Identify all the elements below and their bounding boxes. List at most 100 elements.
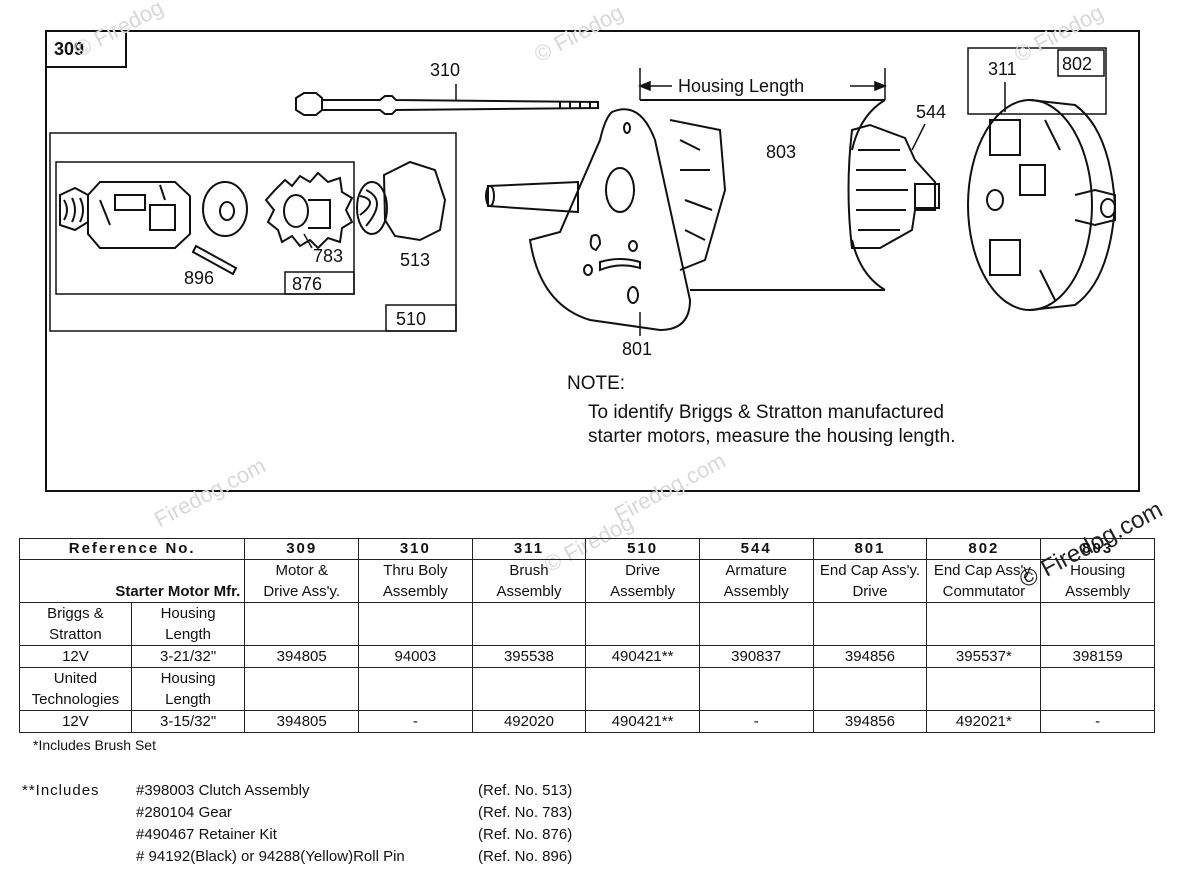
part-number-cell: 394805 bbox=[244, 645, 360, 668]
ref-number: 803 bbox=[1040, 538, 1155, 560]
includes-item-part: #280104 Gear bbox=[136, 804, 232, 821]
voltage-cell: 12V bbox=[19, 645, 132, 668]
description-cell: Assembly bbox=[585, 581, 700, 603]
description-cell: End Cap Ass'y. bbox=[926, 559, 1042, 581]
empty-cell bbox=[244, 667, 360, 711]
brush-set-footnote: *Includes Brush Set bbox=[33, 737, 156, 753]
empty-cell bbox=[1040, 667, 1155, 711]
washer-drawing bbox=[202, 181, 248, 237]
part-number-cell: 94003 bbox=[358, 645, 473, 668]
empty-cell bbox=[585, 602, 700, 646]
label-802: 802 bbox=[1062, 54, 1092, 74]
includes-label: **Includes bbox=[22, 782, 100, 799]
label-803: 803 bbox=[766, 142, 796, 162]
ref-number: 311 bbox=[471, 538, 587, 560]
ref-802-box bbox=[1057, 49, 1105, 77]
description-cell: End Cap Ass'y. bbox=[812, 559, 928, 581]
part-number-cell: - bbox=[358, 710, 473, 733]
mfr-name: Stratton bbox=[19, 624, 132, 646]
includes-item-ref: (Ref. No. 513) bbox=[478, 782, 573, 799]
roll-pin-drawing bbox=[191, 244, 238, 276]
empty-cell bbox=[471, 667, 587, 711]
ref-510-label: 510 bbox=[396, 309, 426, 329]
includes-item-ref: (Ref. No. 896) bbox=[478, 848, 573, 865]
housing-length-header: Housing bbox=[130, 602, 246, 624]
voltage-cell: 12V bbox=[19, 710, 132, 733]
empty-cell bbox=[812, 667, 928, 711]
ref-number: 510 bbox=[585, 538, 700, 560]
empty-cell bbox=[585, 667, 700, 711]
housing-length-label: Housing Length bbox=[678, 76, 804, 96]
drive-assembly-box bbox=[49, 132, 457, 332]
description-row-2: Starter Motor Mfr. Drive Ass'y. Assembly… bbox=[18, 581, 1155, 603]
note-line-2: starter motors, measure the housing leng… bbox=[588, 426, 956, 447]
ref-510-box bbox=[385, 304, 457, 332]
table-row: 12V 3-15/32" 394805 - 492020 490421** - … bbox=[19, 710, 1155, 733]
part-number-cell: 394856 bbox=[812, 645, 928, 668]
drive-end-cap-drawing bbox=[485, 108, 727, 332]
diagram-frame bbox=[45, 30, 1140, 492]
part-number-cell: 395537* bbox=[926, 645, 1042, 668]
empty-cell bbox=[812, 602, 928, 646]
table-row: 12V 3-21/32" 394805 94003 395538 490421*… bbox=[19, 645, 1155, 668]
empty-cell bbox=[1040, 602, 1155, 646]
ref-876-label: 876 bbox=[292, 274, 322, 294]
housing-length-dimension bbox=[637, 68, 888, 100]
label-801: 801 bbox=[622, 339, 652, 359]
ref-number: 801 bbox=[812, 538, 928, 560]
commutator-end-cap-drawing bbox=[967, 99, 1117, 311]
includes-item-ref: (Ref. No. 876) bbox=[478, 826, 573, 843]
housing-length-header: Length bbox=[130, 624, 246, 646]
part-number-cell: 492021* bbox=[926, 710, 1042, 733]
label-310: 310 bbox=[430, 60, 460, 80]
parts-table: Reference No. 309 310 311 510 544 801 80… bbox=[18, 538, 1155, 733]
housing-drawing bbox=[640, 99, 886, 291]
note-line-1: To identify Briggs & Stratton manufactur… bbox=[588, 402, 944, 423]
mfr-header-spacer bbox=[18, 559, 246, 581]
ref-309-box bbox=[45, 30, 127, 68]
mfr-row-briggs-1: Briggs & Housing bbox=[19, 602, 1155, 646]
empty-cell bbox=[698, 602, 814, 646]
description-cell: Housing bbox=[1040, 559, 1155, 581]
table-header-row: Reference No. 309 310 311 510 544 801 80… bbox=[18, 538, 1155, 560]
part-number-cell: 390837 bbox=[698, 645, 814, 668]
description-cell: Thru Boly bbox=[358, 559, 473, 581]
description-cell: Armature bbox=[698, 559, 814, 581]
empty-cell bbox=[698, 667, 814, 711]
includes-item-part: # 94192(Black) or 94288(Yellow)Roll Pin bbox=[136, 848, 405, 865]
part-number-cell: 490421** bbox=[585, 645, 700, 668]
exploded-parts-diagram: 309 510 876 896 783 513 bbox=[45, 30, 1140, 492]
mfr-row-briggs-2: Stratton Length bbox=[19, 624, 1155, 646]
includes-item-ref: (Ref. No. 783) bbox=[478, 804, 573, 821]
length-cell: 3-21/32" bbox=[130, 645, 246, 668]
empty-cell bbox=[471, 602, 587, 646]
empty-cell bbox=[926, 602, 1042, 646]
description-cell: Assembly bbox=[471, 581, 587, 603]
part-number-cell: 492020 bbox=[471, 710, 587, 733]
description-cell: Motor & bbox=[244, 559, 360, 581]
part-number-cell: 395538 bbox=[471, 645, 587, 668]
retainer-drawing bbox=[356, 160, 447, 242]
housing-length-header: Length bbox=[130, 689, 246, 711]
starter-motor-mfr-header: Starter Motor Mfr. bbox=[18, 581, 246, 603]
ref-number: 802 bbox=[926, 538, 1042, 560]
part-number-cell: 394805 bbox=[244, 710, 360, 733]
label-513: 513 bbox=[400, 250, 430, 270]
housing-length-header: Housing bbox=[130, 667, 246, 689]
gear-drawing bbox=[264, 171, 354, 250]
end-cap-assembly-box bbox=[967, 47, 1107, 115]
part-number-cell: 398159 bbox=[1040, 645, 1155, 668]
mfr-name: Technologies bbox=[19, 689, 132, 711]
ref-no-header: Reference No. bbox=[18, 538, 246, 560]
part-number-cell: 490421** bbox=[585, 710, 700, 733]
label-783: 783 bbox=[313, 246, 343, 266]
ref-876-box bbox=[284, 271, 355, 295]
part-number-cell: - bbox=[1040, 710, 1155, 733]
note-title: NOTE: bbox=[567, 373, 625, 394]
clutch-drawing bbox=[59, 181, 191, 249]
description-cell: Commutator bbox=[926, 581, 1042, 603]
description-cell: Assembly bbox=[698, 581, 814, 603]
ref-number: 544 bbox=[698, 538, 814, 560]
description-row-1: Motor & Thru Boly Brush Drive Armature E… bbox=[18, 559, 1155, 581]
thru-bolt-drawing bbox=[295, 92, 599, 116]
